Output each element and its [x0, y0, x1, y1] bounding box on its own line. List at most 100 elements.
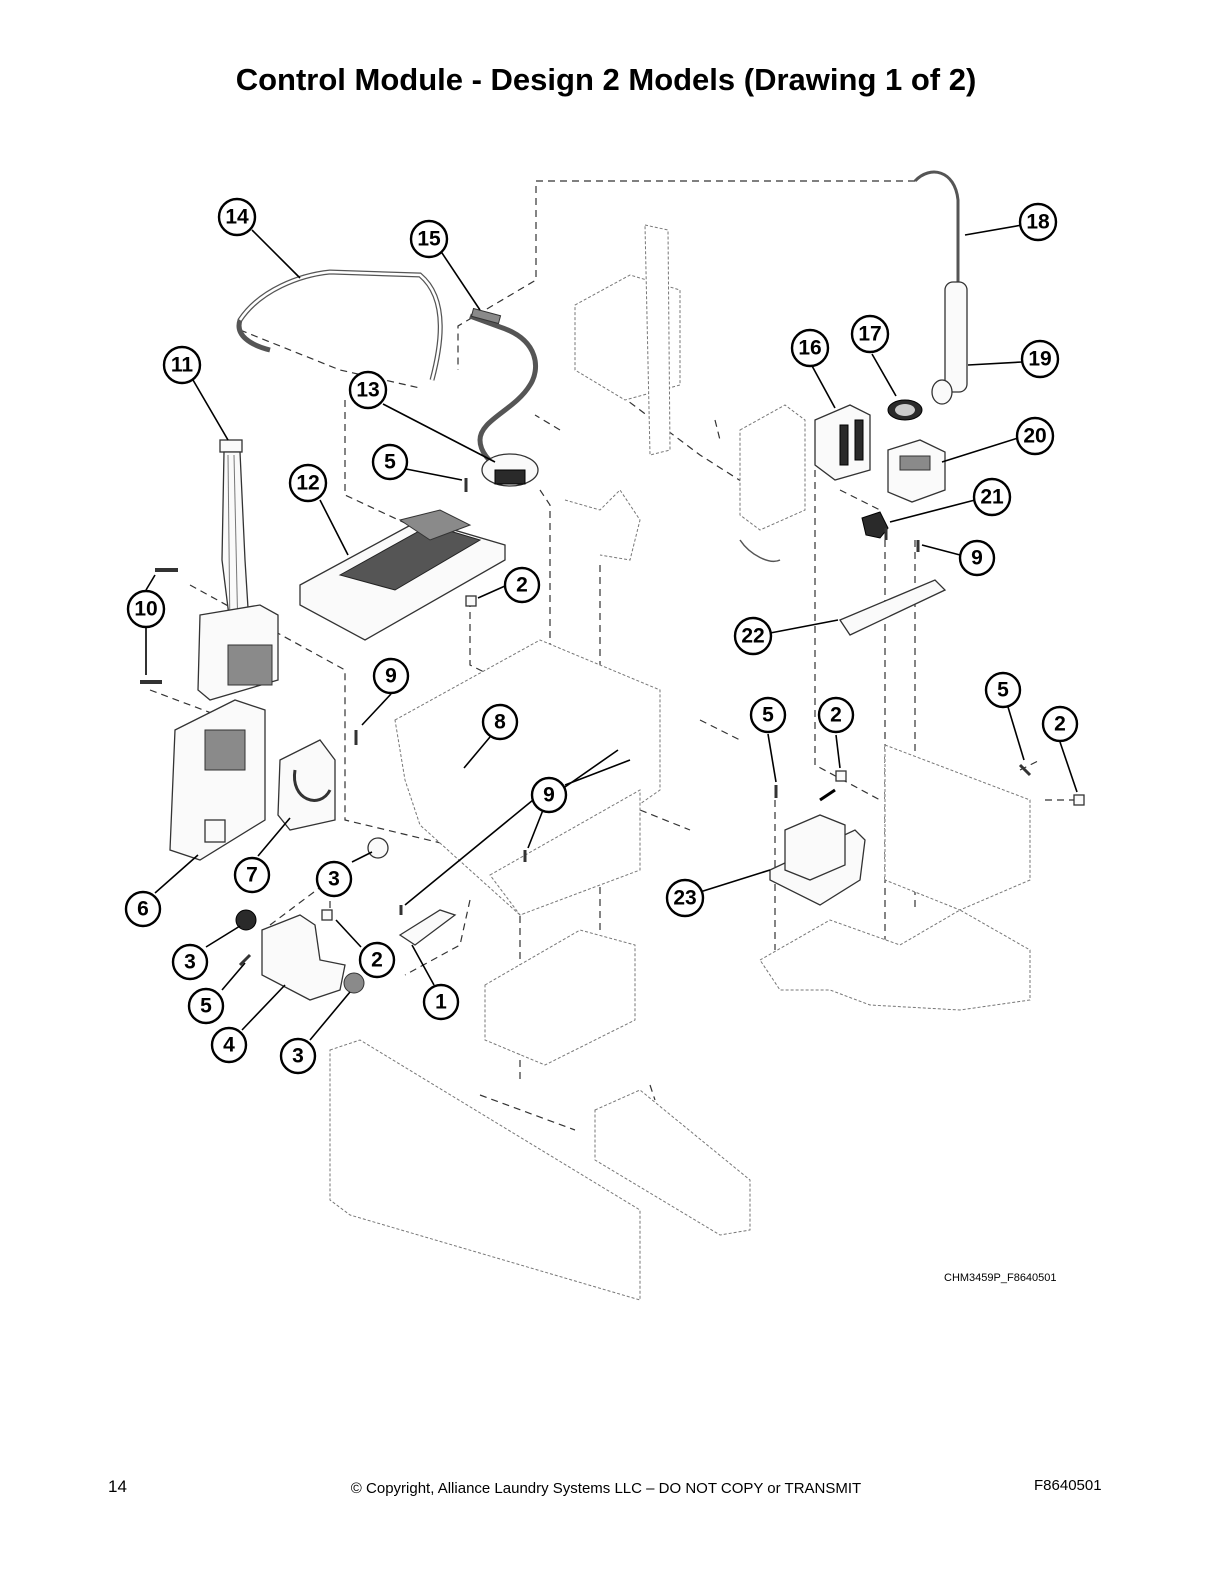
callout-5: 5: [984, 671, 1022, 709]
svg-text:5: 5: [200, 995, 212, 1018]
part-19-sleeve: [931, 281, 968, 405]
callout-5: 5: [371, 443, 409, 481]
callout-18: 18: [1018, 202, 1058, 242]
callout-3: 3: [315, 860, 353, 898]
svg-text:12: 12: [296, 472, 319, 495]
callout-2: 2: [358, 941, 396, 979]
svg-text:3: 3: [184, 951, 196, 974]
parts: [140, 170, 1085, 1301]
part-20-relay: [887, 439, 946, 503]
svg-text:16: 16: [798, 337, 821, 360]
callout-9: 9: [530, 776, 568, 814]
svg-text:4: 4: [223, 1034, 235, 1057]
svg-text:2: 2: [516, 574, 528, 597]
part-3-grommet: [235, 909, 257, 931]
callout-5: 5: [187, 987, 225, 1025]
right-frame: [759, 909, 1031, 1011]
callout-23: 23: [665, 878, 705, 918]
bottom-panel: [329, 1039, 641, 1301]
part-11-ribbon-cable: [219, 439, 251, 641]
callout-13: 13: [348, 370, 388, 410]
svg-text:22: 22: [741, 625, 764, 648]
callout-9: 9: [958, 539, 996, 577]
harness-center: [564, 489, 641, 561]
part-3-grommet: [343, 972, 365, 994]
callout-22: 22: [733, 616, 773, 656]
part-7-transformer: [277, 739, 336, 831]
svg-text:5: 5: [384, 451, 396, 474]
part-1-clip: [398, 909, 457, 946]
svg-text:8: 8: [494, 711, 506, 734]
svg-text:7: 7: [246, 864, 258, 887]
svg-text:18: 18: [1026, 211, 1050, 234]
svg-text:1: 1: [435, 991, 447, 1014]
main-chassis: [394, 639, 661, 916]
svg-text:21: 21: [980, 486, 1004, 509]
callouts: 1 2 2 2 2 3 3 3 4 5 5 5 5 6 7 8 9 9 9 10…: [124, 197, 1079, 1075]
callout-11: 11: [162, 345, 202, 385]
svg-text:3: 3: [328, 868, 340, 891]
svg-text:9: 9: [971, 547, 983, 570]
callout-7: 7: [233, 856, 271, 894]
part-18-cable: [913, 170, 960, 285]
module-housing: [574, 224, 681, 456]
callout-1: 1: [422, 983, 460, 1021]
part-23-transformer: [769, 788, 866, 906]
callout-2: 2: [503, 566, 541, 604]
svg-text:5: 5: [762, 704, 774, 727]
part-6-power-supply: [169, 699, 266, 861]
svg-text:23: 23: [673, 887, 696, 910]
callout-14: 14: [217, 197, 257, 237]
svg-text:10: 10: [134, 598, 157, 621]
drawing-code: CHM3459P_F8640501: [944, 1272, 1057, 1284]
part-22-din-rail: [839, 579, 947, 636]
callout-2: 2: [1041, 705, 1079, 743]
callout-15: 15: [409, 219, 449, 259]
callout-3: 3: [279, 1037, 317, 1075]
document-code: F8640501: [1034, 1477, 1102, 1494]
part-10-relay-bracket: [197, 604, 279, 701]
part-4-bracket: [261, 914, 346, 1001]
callout-5: 5: [749, 696, 787, 734]
leader-lines: [145, 224, 1078, 1041]
callout-4: 4: [210, 1026, 248, 1064]
callout-21: 21: [972, 477, 1012, 517]
callout-16: 16: [790, 328, 830, 368]
svg-text:19: 19: [1028, 348, 1051, 371]
bottom-board: [594, 1089, 751, 1236]
svg-text:14: 14: [225, 206, 249, 229]
svg-text:15: 15: [417, 228, 441, 251]
callout-3: 3: [171, 943, 209, 981]
callout-6: 6: [124, 890, 162, 928]
terminal-block: [739, 404, 806, 531]
callout-20: 20: [1015, 416, 1055, 456]
callout-9: 9: [372, 657, 410, 695]
callout-2: 2: [817, 696, 855, 734]
svg-text:3: 3: [292, 1045, 304, 1068]
svg-text:11: 11: [171, 354, 194, 377]
callout-8: 8: [481, 703, 519, 741]
svg-text:2: 2: [830, 704, 842, 727]
part-13-pressure-switch: [481, 453, 539, 487]
part-12-control-board: [299, 509, 506, 641]
svg-text:6: 6: [137, 898, 149, 921]
page-title: Control Module - Design 2 Models (Drawin…: [235, 62, 977, 97]
copyright-notice: © Copyright, Alliance Laundry Systems LL…: [350, 1480, 862, 1497]
svg-text:17: 17: [858, 323, 881, 346]
svg-text:5: 5: [997, 679, 1009, 702]
part-21-clip: [861, 511, 889, 539]
svg-text:13: 13: [356, 379, 379, 402]
svg-text:9: 9: [543, 784, 555, 807]
svg-text:2: 2: [371, 949, 383, 972]
hardware: [238, 478, 1085, 967]
callout-12: 12: [288, 463, 328, 503]
svg-text:9: 9: [385, 665, 397, 688]
svg-text:20: 20: [1023, 425, 1046, 448]
part-3-grommet: [367, 837, 389, 859]
callout-10: 10: [126, 589, 166, 629]
part-14-wire-harness: [236, 269, 443, 381]
callout-19: 19: [1020, 339, 1060, 379]
lower-housing: [484, 929, 636, 1066]
page-number: 14: [108, 1477, 127, 1496]
